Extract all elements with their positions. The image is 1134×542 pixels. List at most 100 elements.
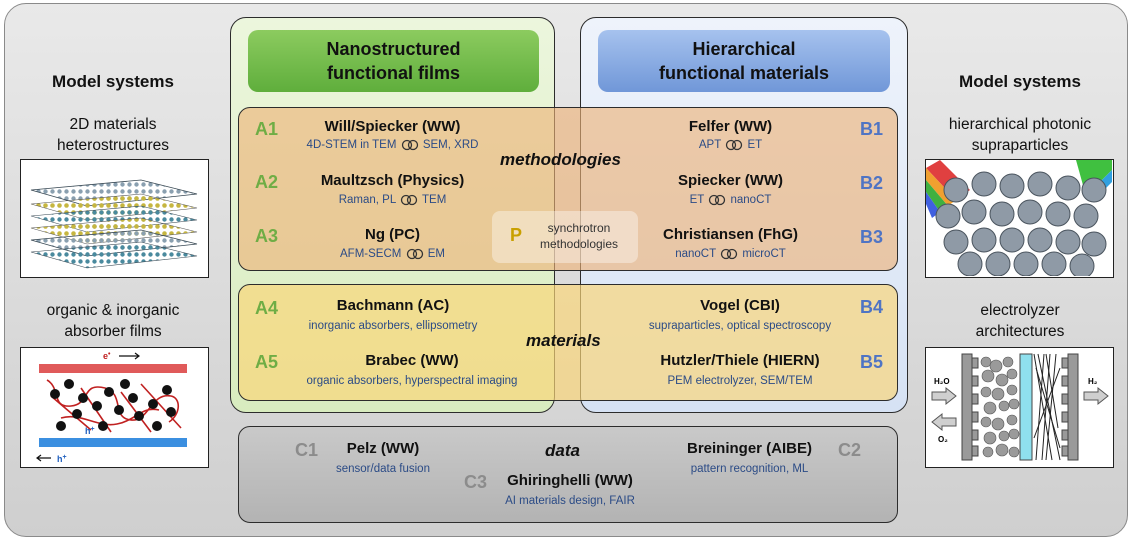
project-topic-c2: pattern recognition, ML: [690, 463, 809, 475]
combination-rings-icon: [720, 248, 738, 260]
project-code-b3: B3: [860, 227, 884, 247]
water-label: H₂O: [934, 377, 950, 386]
combination-rings-icon: [400, 194, 418, 206]
synchrotron-box: [492, 211, 638, 263]
project-methods-a3: AFM-SECM EM: [290, 248, 495, 260]
project-code-b1: B1: [860, 119, 884, 139]
project-topic-c3: AI materials design, FAIR: [505, 495, 635, 507]
synchrotron-line: synchrotron: [547, 221, 611, 235]
project-methods-a1: 4D-STEM in TEM SEM, XRD: [290, 139, 495, 151]
project-code-a1: A1: [255, 119, 279, 139]
method-post: EM: [427, 248, 445, 261]
method-pre: nanoCT: [675, 248, 716, 261]
method-pre: AFM-SECM: [340, 248, 402, 261]
project-name-b2: Spiecker (WW): [677, 172, 783, 189]
project-name-c3: Ghiringhelli (WW): [507, 472, 633, 489]
method-post: microCT: [742, 248, 786, 261]
header-line: Nanostructured: [326, 39, 461, 59]
electrolyzer-image: H₂O O₂ H₂: [925, 347, 1114, 468]
nanostructured-films-header: Nanostructured functional films: [248, 30, 539, 92]
project-topic-c1: sensor/data fusion: [336, 463, 430, 475]
label-line: absorber films: [64, 323, 162, 340]
project-code-a4: A4: [255, 298, 279, 318]
left-model-systems-title: Model systems: [52, 72, 174, 91]
left-item2-label: organic & inorganic absorber films: [6, 300, 220, 342]
header-line: functional films: [326, 63, 460, 83]
project-name-c1: Pelz (WW): [346, 440, 420, 457]
methodologies-band: [238, 107, 898, 271]
project-name-a1: Will/Spiecker (WW): [324, 118, 461, 135]
project-topic-b5: PEM electrolyzer, SEM/TEM: [667, 375, 813, 387]
project-name-b5: Hutzler/Thiele (HIERN): [660, 352, 820, 369]
project-code-b4: B4: [860, 297, 884, 317]
hole-label: h+: [57, 454, 67, 464]
supraparticles-illustration: [926, 160, 1112, 277]
hole-label: h+: [85, 426, 95, 436]
method-pre: ET: [689, 194, 705, 207]
right-item2-label: electrolyzer architectures: [918, 300, 1122, 342]
hierarchical-materials-header: Hierarchical functional materials: [598, 30, 890, 92]
left-item1-label: 2D materials heterostructures: [18, 114, 208, 156]
project-methods-b3: nanoCT microCT: [628, 248, 833, 260]
label-line: architectures: [975, 323, 1065, 340]
method-post: TEM: [422, 194, 447, 207]
project-code-c2: C2: [838, 440, 862, 460]
label-line: heterostructures: [57, 137, 169, 154]
method-pre: Raman, PL: [338, 194, 396, 207]
materials-band: [238, 284, 898, 401]
project-name-a3: Ng (PC): [365, 226, 420, 243]
heterostructure-image: [20, 159, 209, 278]
right-item1-label: hierarchical photonic supraparticles: [918, 114, 1122, 156]
project-topic-a4: inorganic absorbers, ellipsometry: [308, 320, 478, 332]
project-code-b5: B5: [860, 352, 884, 372]
absorber-film-illustration: e• h+ h+: [36, 351, 187, 464]
method-pre: 4D-STEM in TEM: [306, 139, 397, 152]
project-topic-b4: supraparticles, optical spectroscopy: [648, 320, 832, 332]
synchrotron-code: P: [510, 225, 523, 245]
label-line: hierarchical photonic: [948, 116, 1092, 133]
electrolyzer-illustration: H₂O O₂ H₂: [931, 353, 1109, 461]
hydrogen-label: H₂: [1088, 377, 1098, 386]
project-code-a2: A2: [255, 172, 279, 192]
project-name-c2: Breininger (AIBE): [686, 440, 812, 457]
oxygen-label: O₂: [938, 435, 948, 444]
combination-rings-icon: [401, 139, 418, 151]
label-line: organic & inorganic: [46, 302, 180, 319]
project-code-c1: C1: [295, 440, 319, 460]
project-code-a3: A3: [255, 226, 279, 246]
project-name-b3: Christiansen (FhG): [662, 226, 798, 243]
label-line: supraparticles: [971, 137, 1069, 154]
project-name-b1: Felfer (WW): [688, 118, 773, 135]
project-name-b4: Vogel (CBI): [700, 297, 780, 314]
label-line: electrolyzer: [980, 302, 1060, 319]
data-label: data: [545, 441, 580, 460]
project-methods-b2: ET nanoCT: [628, 194, 833, 206]
methodologies-label: methodologies: [500, 150, 621, 169]
header-line: functional materials: [658, 63, 830, 83]
project-name-a2: Maultzsch (Physics): [320, 172, 465, 189]
synchrotron-text: synchrotron methodologies: [527, 220, 631, 252]
project-methods-b1: APT ET: [628, 139, 833, 151]
method-post: ET: [747, 139, 763, 152]
supraparticles-image: [925, 159, 1114, 278]
data-band: [238, 426, 898, 523]
combination-rings-icon: [726, 139, 743, 151]
combination-rings-icon: [406, 248, 423, 260]
project-topic-a5: organic absorbers, hyperspectral imaging: [306, 375, 518, 387]
project-code-a5: A5: [255, 352, 279, 372]
project-name-a4: Bachmann (AC): [336, 297, 450, 314]
method-post: nanoCT: [730, 194, 772, 207]
project-code-c3: C3: [464, 472, 488, 492]
project-methods-a2: Raman, PL TEM: [290, 194, 495, 206]
synchrotron-line: methodologies: [539, 237, 619, 251]
label-line: 2D materials: [69, 116, 157, 133]
heterostructure-illustration: [30, 179, 198, 269]
absorber-film-image: e• h+ h+: [20, 347, 209, 468]
electron-label: e•: [103, 351, 111, 361]
project-code-b2: B2: [860, 173, 884, 193]
project-name-a5: Brabec (WW): [365, 352, 459, 369]
method-pre: APT: [698, 139, 722, 152]
right-model-systems-title: Model systems: [959, 72, 1081, 91]
combination-rings-icon: [709, 194, 726, 206]
header-line: Hierarchical: [692, 39, 796, 59]
